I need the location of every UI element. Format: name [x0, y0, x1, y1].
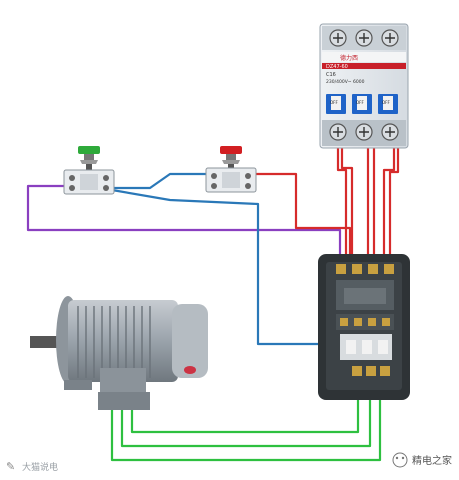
wire-purple [26, 184, 342, 262]
contactor-bottom-terminals [352, 366, 390, 376]
stop-button-cap[interactable] [220, 146, 242, 154]
watermark-right-text: 精电之家 [412, 454, 452, 467]
wire-blue-link [112, 172, 210, 190]
watermark-left-text: 大猫说电 [22, 461, 58, 473]
wire-red-control [256, 172, 352, 262]
stop-button[interactable] [205, 146, 257, 193]
contactor [318, 254, 410, 400]
breaker-rating: C16 [326, 72, 336, 78]
breaker-spec: 230/400V~ 6000 [326, 79, 365, 85]
motor-fins [77, 306, 151, 378]
motor-terminal-box [100, 368, 146, 394]
contactor-mid-terminals [340, 318, 390, 326]
motor [30, 296, 208, 410]
circuit-breaker: 德力西 DZ47-60 C16 230/400V~ 6000 OFF OFF O… [319, 23, 409, 149]
start-button[interactable] [63, 146, 115, 195]
start-button-cap[interactable] [78, 146, 100, 154]
breaker-handle-label-3: OFF [382, 100, 390, 105]
wire-green-2 [120, 378, 372, 448]
breaker-top-terminals [322, 26, 406, 50]
watermark-right: 精电之家 [392, 452, 452, 468]
breaker-brand: 德力西 [340, 54, 358, 62]
breaker-handles[interactable]: OFF OFF OFF [326, 94, 398, 114]
breaker-handle-label-1: OFF [330, 100, 338, 105]
watermark-left-icon: ✎ [6, 460, 15, 473]
wire-green-1 [110, 378, 382, 462]
breaker-bottom-terminals [322, 120, 406, 146]
wire-red-phase-1 [336, 144, 348, 262]
motor-shaft [30, 336, 62, 348]
watermark-left: ✎ 大猫说电 [6, 460, 58, 473]
wire-red-phase-3b [388, 144, 400, 262]
wire-red-phase-1b [340, 144, 354, 262]
wire-blue-down [111, 188, 338, 346]
wire-green-3 [130, 378, 360, 434]
breaker-model: DZ47-60 [326, 64, 348, 70]
contactor-top-terminals [336, 264, 394, 274]
wire-red-phase-3 [382, 144, 396, 262]
wechat-icon [392, 452, 408, 468]
breaker-handle-label-2: OFF [356, 100, 364, 105]
motor-nameplate [184, 366, 196, 374]
